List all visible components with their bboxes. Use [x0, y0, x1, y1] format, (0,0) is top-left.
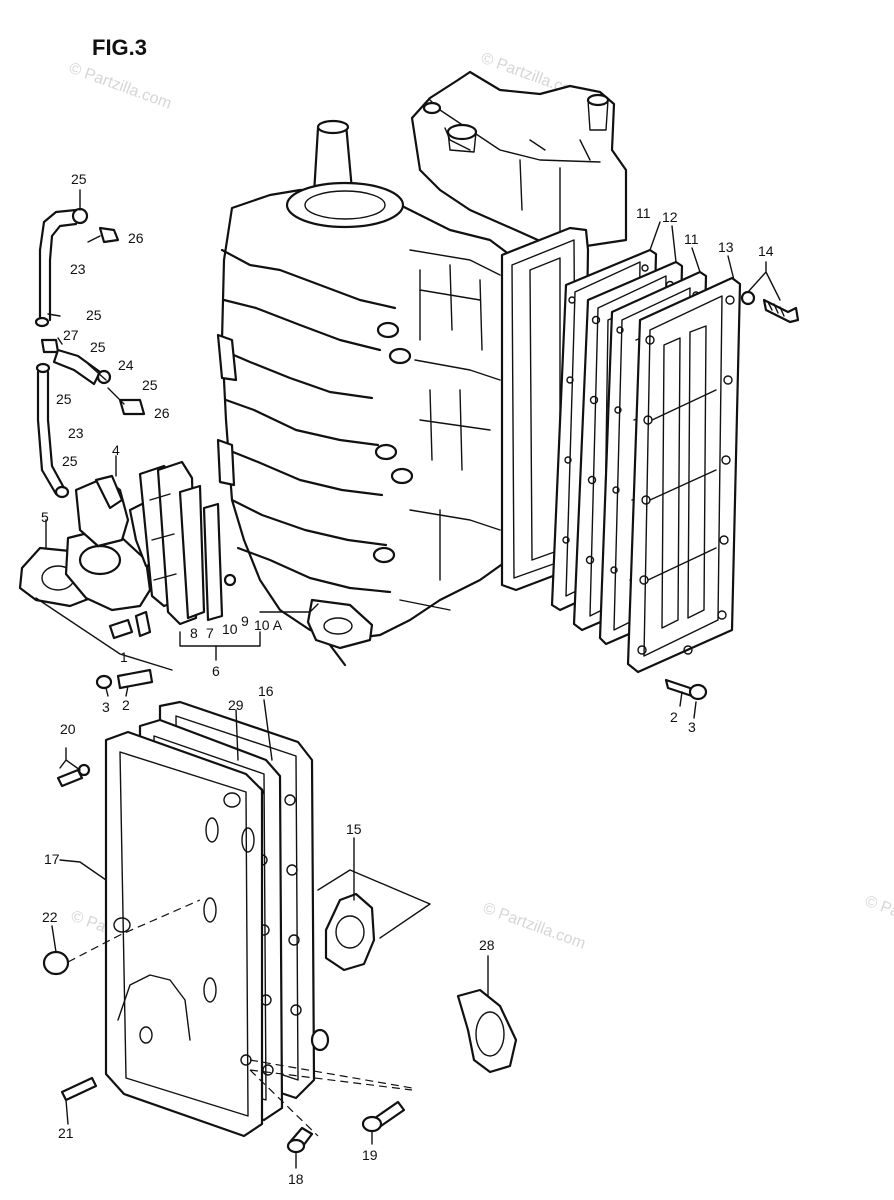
callout-16: 16 [258, 683, 274, 699]
callout-9: 9 [241, 613, 249, 629]
callout-6: 6 [212, 663, 220, 679]
callout-15: 15 [346, 821, 362, 837]
callout-13: 13 [718, 239, 734, 255]
callout-23: 23 [70, 261, 86, 277]
callout-20: 20 [60, 721, 76, 737]
callout-17: 17 [44, 851, 60, 867]
callout-2: 2 [670, 709, 678, 725]
callout-8: 8 [190, 625, 198, 641]
figure-title: FIG.3 [92, 35, 147, 60]
callout-12: 12 [662, 209, 678, 225]
callout-2: 2 [122, 697, 130, 713]
callout-5: 5 [41, 509, 49, 525]
callout-25: 25 [62, 453, 78, 469]
callout-26: 26 [154, 405, 170, 421]
callout-19: 19 [362, 1147, 378, 1163]
callout-25: 25 [142, 377, 158, 393]
callout-10: 10 [222, 621, 238, 637]
leader-lines [67, 899, 413, 1137]
lower-cover-assembly [42, 700, 518, 1154]
callout-3: 3 [102, 699, 110, 715]
watermark: © Partzilla.com [863, 893, 894, 946]
callout-7: 7 [206, 625, 214, 641]
callout-3: 3 [688, 719, 696, 735]
callout-11: 11 [684, 231, 699, 247]
callout-28: 28 [479, 937, 495, 953]
callout-25: 25 [86, 307, 102, 323]
callout-21: 21 [58, 1125, 74, 1141]
callout-26: 26 [128, 230, 144, 246]
callout-14: 14 [758, 243, 774, 259]
callout-27: 27 [63, 327, 79, 343]
callout-4: 4 [112, 442, 120, 458]
exhaust-cover-assembly [550, 248, 800, 701]
callout-22: 22 [42, 909, 58, 925]
watermark: © Partzilla.com [481, 900, 588, 953]
callout-25: 25 [71, 171, 87, 187]
watermark: © Partzilla.com [67, 60, 174, 113]
callout-25: 25 [56, 391, 72, 407]
thermostat-housing-assembly [18, 460, 319, 690]
callout-24: 24 [118, 357, 134, 373]
callout-25: 25 [90, 339, 106, 355]
callout-10a: 10 A [254, 617, 283, 633]
callout-29: 29 [228, 697, 244, 713]
callout-11: 11 [636, 205, 651, 221]
callout-1: 1 [120, 649, 128, 665]
callout-leaders [45, 189, 781, 1169]
callout-18: 18 [288, 1171, 304, 1187]
callout-labels: 25 26 23 25 27 25 24 25 25 26 23 4 25 5 … [41, 171, 774, 1187]
water-hose-assembly [34, 207, 146, 499]
callout-23: 23 [68, 425, 84, 441]
